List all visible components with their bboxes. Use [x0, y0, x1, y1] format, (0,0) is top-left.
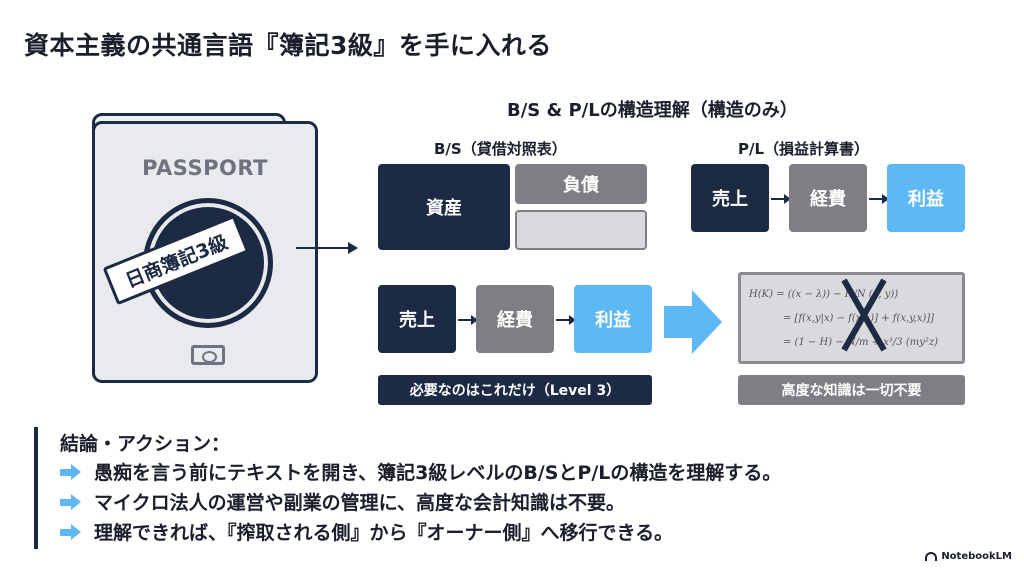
- conclusion-item: 理解できれば、『搾取される側』から『オーナー側』へ移行できる。: [60, 518, 673, 545]
- conclusion-item: 愚痴を言う前にテキストを開き、簿記3級レベルのB/SとP/Lの構造を理解する。: [60, 458, 781, 485]
- arrow-right-icon: [60, 523, 82, 540]
- flow-profit-box: 利益: [574, 285, 652, 353]
- pl-label: P/L（損益計算書）: [738, 140, 870, 158]
- passport-label: PASSPORT: [142, 156, 268, 180]
- cross-icon: [841, 278, 887, 352]
- conclusion-item-text: マイクロ法人の運営や副業の管理に、高度な会計知識は不要。: [94, 492, 626, 514]
- passport-illustration: PASSPORT 日商簿記3級: [48, 113, 318, 383]
- arrow-right-icon: [458, 315, 478, 325]
- flow-sales-box: 売上: [378, 285, 456, 353]
- pl-sales-box: 売上: [691, 164, 769, 232]
- flow-caption: 必要なのはこれだけ（Level 3）: [378, 375, 652, 405]
- arrow-right-icon: [348, 242, 358, 254]
- page-title: 資本主義の共通言語『簿記3級』を手に入れる: [24, 31, 552, 60]
- bs-liabilities-box: 負債: [515, 164, 647, 204]
- passport-icon: PASSPORT 日商簿記3級: [92, 121, 318, 383]
- conclusion-item-text: 愚痴を言う前にテキストを開き、簿記3級レベルのB/SとP/Lの構造を理解する。: [94, 462, 782, 484]
- conclusion-item: マイクロ法人の運営や副業の管理に、高度な会計知識は不要。: [60, 488, 625, 515]
- conclusion-item-text: 理解できれば、『搾取される側』から『オーナー側』へ移行できる。: [94, 522, 674, 544]
- arrow-right-icon: [60, 463, 82, 480]
- conclusion-accent-bar: [34, 427, 38, 549]
- bs-label: B/S（貸借対照表）: [434, 140, 567, 158]
- arrow-right-icon: [556, 315, 576, 325]
- formula-caption: 高度な知識は一切不要: [738, 375, 965, 405]
- diagram-heading: B/S & P/Lの構造理解（構造のみ）: [507, 100, 798, 121]
- brand-watermark: NotebookLM: [925, 551, 1012, 562]
- flow-expenses-box: 経費: [476, 285, 554, 353]
- brand-label: NotebookLM: [941, 551, 1012, 562]
- arrow-right-icon: [869, 194, 889, 204]
- big-arrow-right-icon: [664, 290, 722, 354]
- arrow-right-icon: [60, 493, 82, 510]
- notebooklm-logo-icon: [925, 552, 938, 561]
- bs-assets-box: 資産: [378, 164, 510, 250]
- arrow-right-icon: [771, 194, 791, 204]
- conclusion-title: 結論・アクション：: [60, 433, 231, 455]
- pl-profit-box: 利益: [887, 164, 965, 232]
- arrow-line: [296, 247, 352, 249]
- chip-icon: [191, 345, 225, 365]
- bs-equity-box: [515, 210, 647, 250]
- pl-expenses-box: 経費: [789, 164, 867, 232]
